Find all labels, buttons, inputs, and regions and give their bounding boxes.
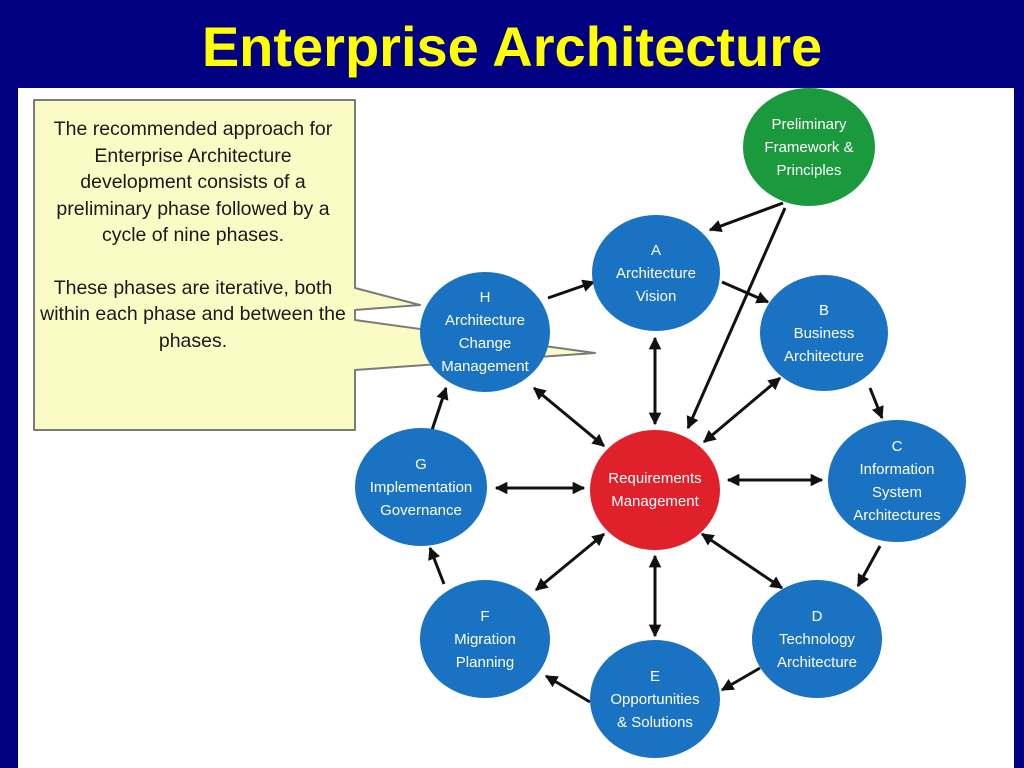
node-letter: D — [811, 607, 823, 625]
node-line: Preliminary — [771, 115, 847, 133]
node-line: Planning — [455, 653, 515, 671]
node-letter: B — [818, 301, 829, 319]
node-letter: C — [891, 438, 903, 455]
node-b-business-architecture[interactable]: B Business Architecture — [760, 275, 888, 391]
node-line: Architecture — [776, 653, 858, 671]
node-letter: F — [480, 607, 490, 625]
arrow-h-to-a — [547, 279, 596, 300]
node-g-implementation-governance[interactable]: G Implementation Governance — [355, 428, 487, 546]
node-line: Information — [859, 461, 935, 478]
node-f-migration-planning[interactable]: F Migration Planning — [420, 580, 550, 698]
node-line: Requirements — [608, 470, 702, 487]
arrow-h-requirements — [533, 386, 605, 448]
node-d-technology-architecture[interactable]: D Technology Architecture — [752, 580, 882, 698]
node-line: Implementation — [369, 478, 473, 496]
arrow-c-to-d — [856, 545, 882, 588]
node-letter: A — [650, 241, 661, 259]
arrow-a-to-b — [721, 280, 770, 304]
node-letter: G — [415, 455, 427, 473]
node-line: Opportunities — [610, 690, 700, 708]
arrow-d-requirements — [700, 532, 784, 590]
node-h-architecture-change-management[interactable]: H Architecture Change Management — [420, 272, 550, 392]
node-c-information-system-architectures[interactable]: C Information System Architectures — [828, 420, 966, 542]
arrow-g-to-h — [430, 386, 449, 431]
node-e-opportunities-solutions[interactable]: E Opportunities & Solutions — [590, 640, 720, 758]
node-preliminary-framework[interactable]: Preliminary Framework & Principles — [743, 88, 875, 206]
node-line: Business — [793, 324, 855, 342]
node-a-architecture-vision[interactable]: A Architecture Vision — [592, 215, 720, 331]
arrow-f-to-g — [428, 546, 446, 585]
arrow-b-requirements — [703, 376, 781, 444]
arrow-b-to-c — [868, 387, 884, 420]
callout-paragraph-2: These phases are iterative, both within … — [40, 276, 346, 352]
node-line: Management — [611, 493, 699, 510]
node-line: Architecture — [783, 347, 865, 365]
node-line: Architecture — [444, 312, 526, 329]
node-letter: H — [479, 289, 491, 306]
callout-text: The recommended approach for Enterprise … — [40, 116, 346, 354]
callout-paragraph-1: The recommended approach for Enterprise … — [53, 118, 333, 246]
arrow-d-to-e — [720, 666, 761, 692]
node-line: Framework & — [764, 138, 854, 156]
node-line: Technology — [779, 630, 855, 648]
node-line: Change — [458, 335, 512, 352]
node-line: Migration — [454, 630, 516, 648]
node-line: Principles — [776, 161, 842, 179]
node-line: Architecture — [615, 264, 697, 282]
node-line: System — [871, 484, 922, 501]
arrow-f-requirements — [535, 532, 605, 592]
slide-title: Enterprise Architecture — [201, 15, 823, 78]
node-line: Architectures — [853, 507, 941, 524]
node-requirements-management[interactable]: Requirements Management — [590, 430, 720, 550]
node-line: Management — [441, 358, 529, 375]
arrow-e-to-f — [544, 674, 591, 704]
node-line: & Solutions — [617, 713, 693, 731]
node-letter: E — [649, 667, 660, 685]
node-line: Vision — [635, 287, 677, 305]
node-line: Governance — [380, 501, 462, 519]
arrow-preliminary-to-a — [708, 201, 784, 232]
